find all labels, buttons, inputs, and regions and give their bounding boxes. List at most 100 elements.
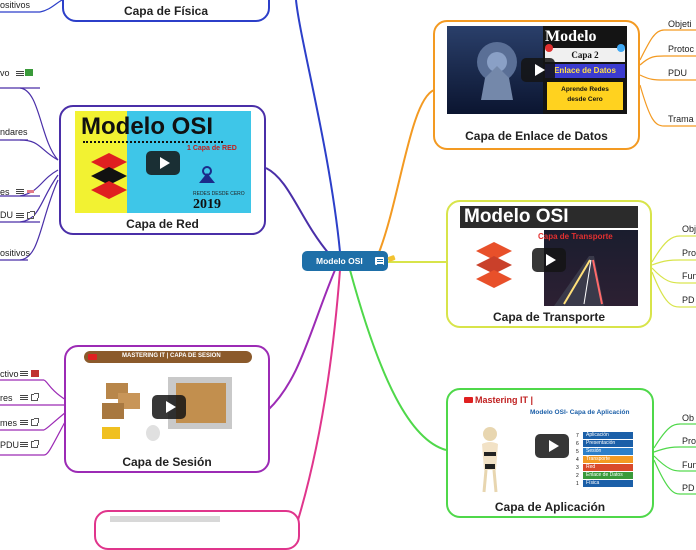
leaf-enlace-3[interactable]: Trama [668, 114, 694, 124]
card-red[interactable]: Modelo OSI 1 Capa de RED REDES DESDE CER… [59, 105, 266, 235]
card-aplicacion[interactable]: Mastering IT | Modelo OSI- Capa de Aplic… [446, 388, 654, 518]
connector-bottom [298, 270, 340, 520]
note-icon[interactable] [20, 419, 28, 426]
leaf-red-2[interactable]: es [0, 187, 10, 197]
thumb-foot1: Aprende Redes [547, 86, 623, 93]
external-link-icon[interactable] [31, 419, 38, 426]
thumb-year: 2019 [193, 197, 221, 213]
leaf-aplicacion-0[interactable]: Ob [682, 413, 694, 423]
leaf-fisica-0[interactable]: ositivos [0, 0, 30, 10]
note-icon[interactable] [16, 212, 24, 219]
video-thumbnail[interactable]: Modelo OSI Capa 2 Enlace de Datos Aprend… [447, 26, 627, 114]
card-title: Capa de Sesión [66, 455, 268, 469]
leaf-sesion-1[interactable]: res [0, 393, 13, 403]
osi-layer-row: 4Transporte [576, 456, 636, 463]
leaf-enlace-2[interactable]: PDU [668, 68, 687, 78]
osi-layer-label: Física [583, 480, 633, 487]
video-thumbnail[interactable] [96, 367, 246, 447]
card-title: Capa de Red [61, 217, 264, 231]
play-button[interactable] [535, 434, 569, 458]
note-icon[interactable] [16, 188, 24, 195]
leaf-red-4[interactable]: ositivos [0, 248, 30, 258]
leaf-aplicacion-3[interactable]: PD [682, 483, 695, 493]
play-button[interactable] [521, 58, 555, 82]
leaf-red-0[interactable]: vo [0, 68, 10, 78]
card-title: Capa de Aplicación [448, 500, 652, 514]
note-icon[interactable] [20, 370, 28, 377]
thumb-sub: 1 Capa de RED [187, 145, 237, 152]
antenna-icon [467, 38, 527, 102]
youtube-icon [464, 397, 473, 403]
root-label: Modelo OSI [316, 256, 363, 266]
osi-layer-label: Sesión [583, 448, 633, 455]
card-title: Capa de Física [64, 4, 268, 18]
leaf-enlace-1[interactable]: Protoc [668, 44, 694, 54]
thumb-sub: Capa de Transporte [538, 232, 613, 241]
leaf-red-1[interactable]: ndares [0, 127, 28, 137]
osi-layer-row: 7Aplicación [576, 432, 636, 439]
osi-layer-label: Presentación [583, 440, 633, 447]
osi-layer-row: 3Red [576, 464, 636, 471]
person-figure [470, 424, 510, 494]
thumb-heading: Modelo OSI [81, 113, 213, 141]
leaf-transporte-2[interactable]: Fun [682, 271, 696, 281]
external-link-icon[interactable] [31, 441, 38, 448]
root-node[interactable]: Modelo OSI [302, 251, 388, 271]
note-icon[interactable] [16, 70, 24, 77]
leaf-sesion-3[interactable]: PDU [0, 440, 19, 450]
play-button[interactable] [152, 395, 186, 419]
play-button[interactable] [532, 248, 566, 272]
connector-enlace [378, 90, 434, 255]
leaf-transporte-1[interactable]: Pro [682, 248, 696, 258]
satellite-icon [195, 163, 219, 187]
connector-red [266, 168, 330, 255]
osi-layer-number: 7 [576, 433, 583, 439]
video-thumbnail[interactable]: Mastering IT | Modelo OSI- Capa de Aplic… [460, 394, 640, 496]
card-sesion[interactable]: MASTERING IT | CAPA DE SESION Capa de Se… [64, 345, 270, 473]
leaf-enlace-0[interactable]: Objeti [668, 19, 692, 29]
thumb-heading: Modelo OSI- Capa de Aplicación [530, 409, 629, 416]
play-button[interactable] [146, 151, 180, 175]
external-link-icon[interactable] [27, 212, 34, 219]
osi-layer-number: 2 [576, 473, 583, 479]
video-icon [31, 370, 39, 377]
osi-layer-number: 3 [576, 465, 583, 471]
card-fisica[interactable]: Capa de Física [62, 0, 270, 22]
note-icon[interactable] [375, 257, 384, 265]
leaf-sesion-0[interactable]: ctivo [0, 369, 19, 379]
osi-layer-row: 5Sesión [576, 448, 636, 455]
thumb-capa: Capa 2 [545, 48, 625, 62]
osi-layer-number: 1 [576, 481, 583, 487]
leaf-sesion-2[interactable]: mes [0, 418, 17, 428]
youtube-icon [88, 354, 97, 360]
note-icon[interactable] [20, 394, 28, 401]
stack-icon [89, 151, 129, 199]
thumb-heading: Modelo OSI [464, 206, 569, 228]
card-transporte[interactable]: Modelo OSI Capa de Transporte Capa de Tr… [446, 200, 652, 328]
leaf-aplicacion-1[interactable]: Pro [682, 436, 696, 446]
video-thumbnail[interactable]: Modelo OSI Capa de Transporte [460, 206, 638, 306]
card-title: Capa de Enlace de Datos [435, 129, 638, 143]
stack-icon [474, 240, 514, 290]
osi-layer-number: 6 [576, 441, 583, 447]
thumb-foot2: desde Cero [547, 96, 623, 103]
leaf-red-3[interactable]: DU [0, 210, 13, 220]
external-link-icon[interactable] [31, 394, 38, 401]
osi-layer-number: 4 [576, 457, 583, 463]
osi-layer-label: Aplicación [583, 432, 633, 439]
thumb-sub: Enlace de Datos [545, 64, 625, 78]
video-thumbnail[interactable]: Modelo OSI 1 Capa de RED REDES DESDE CER… [75, 111, 251, 213]
leaf-transporte-0[interactable]: Obj [682, 224, 696, 234]
mind-map-canvas[interactable]: Modelo OSI Capa de Física Modelo OSI 1 C… [0, 0, 696, 520]
banner-text: MASTERING IT | CAPA DE SESION [122, 353, 221, 359]
map-icon [25, 69, 33, 76]
card-bottom[interactable] [94, 510, 300, 550]
card-enlace[interactable]: Modelo OSI Capa 2 Enlace de Datos Aprend… [433, 20, 640, 150]
note-icon[interactable] [20, 441, 28, 448]
leaf-transporte-3[interactable]: PD [682, 295, 695, 305]
leaf-aplicacion-2[interactable]: Fun [682, 460, 696, 470]
connector-aplicacion [350, 270, 446, 450]
